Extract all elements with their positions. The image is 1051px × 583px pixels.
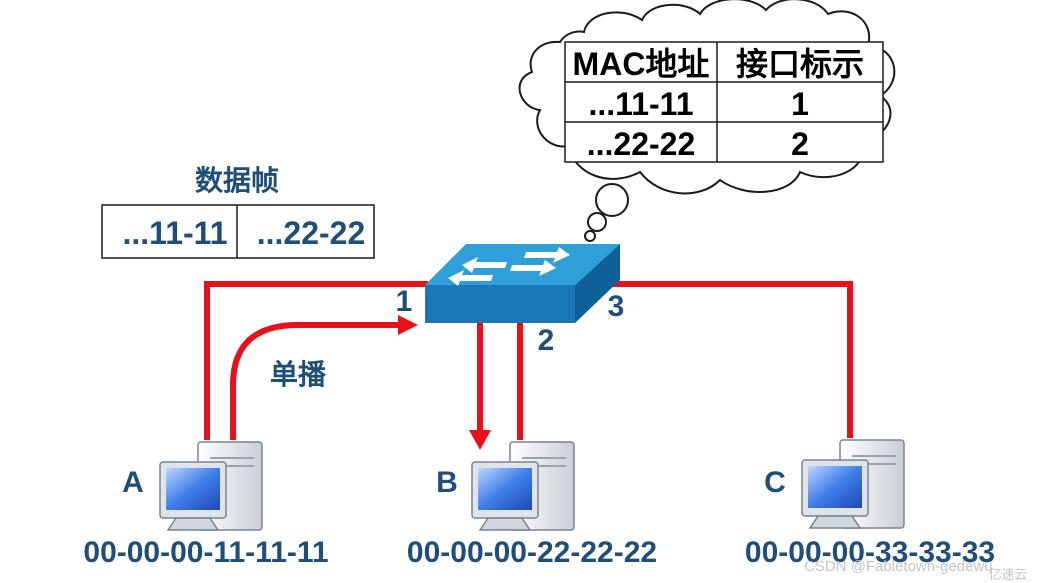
mac-table-row1-port: 1 <box>791 86 809 122</box>
host-b-name: B <box>436 466 458 499</box>
host-b-mac: 00-00-00-22-22-22 <box>407 536 657 569</box>
watermark-brand: 亿速云 <box>988 568 1027 583</box>
data-frame-dst-field: ...22-22 <box>257 215 366 251</box>
arrowhead-down-icon <box>469 430 491 450</box>
thought-bubble-medium <box>587 212 607 232</box>
unicast-label: 单播 <box>270 359 327 390</box>
port-label-1: 1 <box>396 285 413 318</box>
data-frame: 数据帧 ...11-11 ...22-22 <box>101 165 375 259</box>
arrowhead-right-icon <box>398 315 418 335</box>
unicast-arrows <box>230 322 483 440</box>
host-c-mac: 00-00-00-33-33-33 <box>745 536 995 569</box>
network-links <box>204 281 853 440</box>
host-a-computer-icon <box>159 441 263 531</box>
mac-table-row1-mac: ...11-11 <box>589 86 694 122</box>
data-frame-src-field: ...11-11 <box>123 215 228 251</box>
link-host-c-port-3 <box>612 281 853 438</box>
mac-table: MAC地址 接口标示 ...11-11 1 ...22-22 2 <box>564 41 884 163</box>
port-label-2: 2 <box>538 324 555 357</box>
host-c-computer-icon <box>801 439 905 529</box>
switch-icon <box>425 244 620 323</box>
data-frame-title: 数据帧 <box>195 165 279 196</box>
mac-table-header-port: 接口标示 <box>736 46 864 82</box>
host-c-name: C <box>764 466 786 499</box>
host-b-computer-icon <box>471 441 575 531</box>
data-frame-box <box>101 204 375 259</box>
host-a-mac: 00-00-00-11-11-11 <box>83 536 328 569</box>
unicast-arrow-in <box>230 322 398 440</box>
mac-table-border <box>564 41 884 163</box>
host-a-name: A <box>122 466 144 499</box>
thought-bubble-large <box>595 183 629 217</box>
thought-bubble-small <box>584 230 596 242</box>
mac-table-row2-port: 2 <box>791 126 809 162</box>
mac-table-header-mac: MAC地址 <box>573 46 710 82</box>
watermark-text: CSDN @Fabletown-gedewu <box>804 558 993 575</box>
port-label-3: 3 <box>608 290 625 323</box>
mac-table-row2-mac: ...22-22 <box>587 126 696 162</box>
link-host-a-port-1 <box>204 281 428 440</box>
